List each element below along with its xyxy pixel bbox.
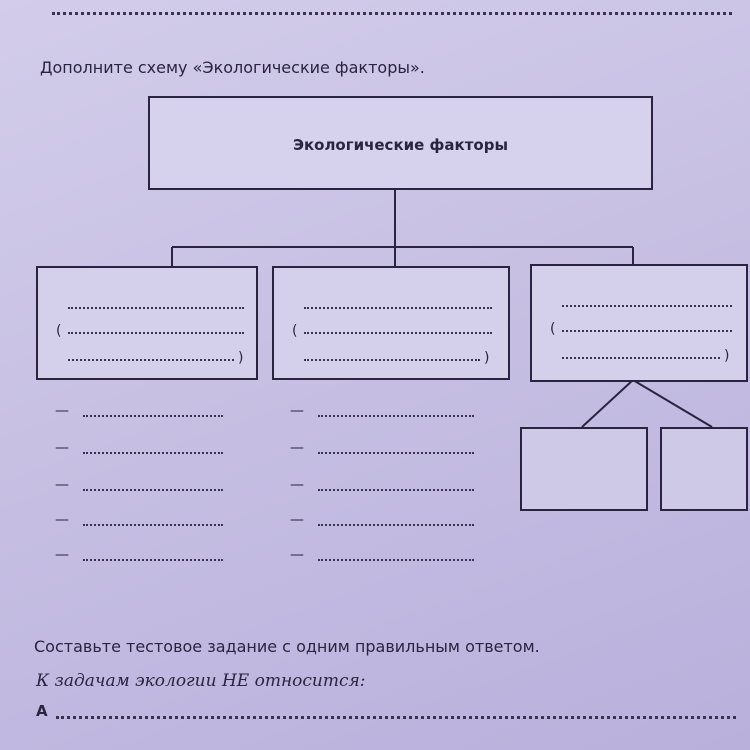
- task-question: К задачам экологии НЕ относится:: [36, 671, 366, 691]
- fill-line-close: ): [292, 350, 498, 366]
- top-dotted-line: [52, 12, 732, 15]
- fill-line-open: (: [56, 323, 246, 339]
- subfactor-box-right: [660, 427, 748, 511]
- task-heading: Составьте тестовое задание с одним прави…: [34, 637, 540, 656]
- factor-group-box-1: ( ): [36, 266, 258, 380]
- root-factor-box: Экологические факторы: [148, 96, 653, 190]
- root-factor-title: Экологические факторы: [292, 136, 509, 154]
- fill-line: [292, 298, 498, 314]
- answer-dotted-line: [56, 716, 736, 719]
- answer-label-a: А: [36, 702, 48, 720]
- instruction-text: Дополните схему «Экологические факторы».: [40, 58, 425, 77]
- fill-line: [56, 298, 246, 314]
- fill-line-open: (: [550, 321, 736, 337]
- factor-group-box-3: ( ): [530, 264, 748, 382]
- fill-line-close: ): [550, 348, 736, 364]
- fill-line-open: (: [292, 323, 498, 339]
- fill-line-close: ): [56, 350, 246, 366]
- subfactor-box-left: [520, 427, 648, 511]
- factor-group-box-2: ( ): [272, 266, 510, 380]
- fill-line: [550, 296, 736, 312]
